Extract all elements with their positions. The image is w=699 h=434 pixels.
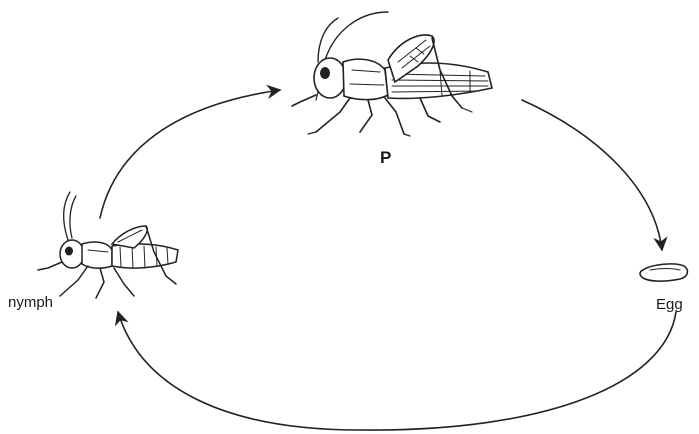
nymph-stage-label: nymph <box>8 294 53 311</box>
arrow-egg-to-nymph <box>118 312 676 430</box>
adult-grasshopper-illustration <box>292 12 492 136</box>
arrow-adult-to-egg <box>522 100 662 250</box>
egg-illustration <box>640 264 687 281</box>
arrow-nymph-to-adult <box>100 90 280 218</box>
egg-stage-label: Egg <box>656 296 683 313</box>
nymph-grasshopper-illustration <box>38 192 178 298</box>
adult-stage-label: P <box>380 148 391 168</box>
